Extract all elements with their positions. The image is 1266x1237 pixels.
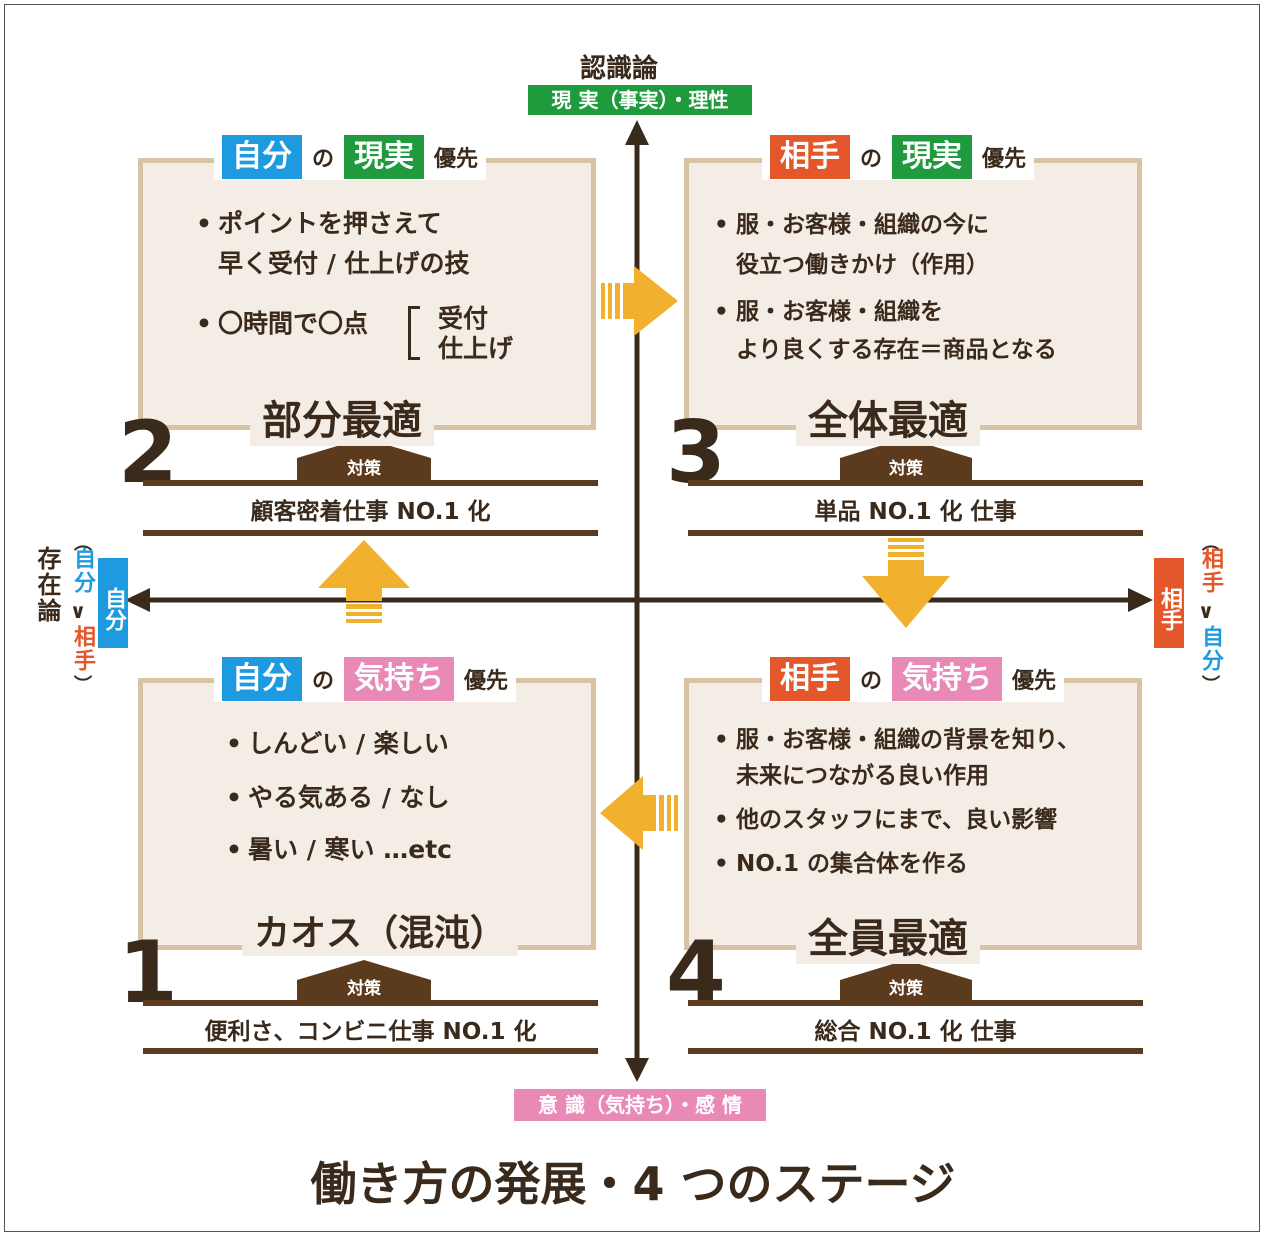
q3-measure: 単品 NO.1 化 仕事 [814, 499, 1017, 525]
left-gt-symbol: ∨ [66, 599, 90, 625]
q2-bracket-item-2: 仕上げ [438, 334, 514, 363]
left-self-text: 自分 [70, 547, 95, 595]
right-other-box: 相手 [1154, 558, 1184, 648]
q1-item-2: •やる気ある / なし [226, 783, 450, 812]
quadrant-4-box [684, 678, 1142, 950]
outer-frame [4, 4, 1260, 1232]
q4-title: 全員最適 [796, 906, 980, 964]
q1-item-1: •しんどい / 楽しい [226, 729, 449, 758]
q4-measure: 総合 NO.1 化 仕事 [814, 1019, 1017, 1045]
right-other-over-self: ︵ 相手 ∨ 自分 ︶ [1192, 533, 1223, 695]
left-self-over-other: ︵ 自分 ∨ 相手 ︶ [64, 533, 95, 695]
q2-self-tag: 自分 [222, 135, 302, 179]
q2-bracket-item-1: 受付 [438, 304, 489, 333]
q3-bar-top [688, 480, 1143, 486]
q2-item-1: •ポイントを押さえて [196, 209, 442, 238]
q3-item-2: •服・お客様・組織を [714, 299, 943, 325]
q2-taisaku: 対策 [347, 459, 381, 479]
q2-item-1b: 早く受付 / 仕上げの技 [218, 249, 470, 278]
q2-item-2: •〇時間で〇点 [196, 309, 369, 338]
main-title: 働き方の発展・4 つのステージ [310, 1157, 956, 1211]
left-paren-close: ︶ [71, 675, 92, 695]
arrow-q1-to-q2 [318, 540, 410, 623]
q1-item-3: •暑い / 寒い …etc [226, 835, 452, 864]
q3-item-1: •服・お客様・組織の今に [714, 212, 989, 238]
q4-item-1b: 未来につながる良い作用 [736, 763, 989, 789]
q4-bar-bottom [688, 1048, 1143, 1054]
left-paren-open: ︵ [71, 533, 92, 553]
q2-no: の [312, 147, 335, 172]
q3-no: の [860, 147, 883, 172]
q2-bar-bottom [143, 530, 598, 536]
q2-priority: 優先 [434, 147, 479, 172]
right-gt-symbol: ∨ [1194, 599, 1218, 625]
right-paren-open: ︵ [1199, 533, 1220, 553]
q2-title: 部分最適 [250, 388, 434, 446]
left-other-text: 相手 [70, 625, 95, 673]
quadrant-2-header: 自分 の 現実 優先 [214, 134, 487, 180]
q2-reality-tag: 現実 [344, 135, 425, 179]
arrow-q2-to-q3 [601, 266, 678, 336]
q1-taisaku: 対策 [347, 979, 381, 999]
q3-item-2b: より良くする存在＝商品となる [736, 337, 1057, 363]
left-self-box: 自分 [98, 558, 128, 648]
q4-item-2: •他のスタッフにまで、良い影響 [714, 807, 1058, 833]
q4-item-1: •服・お客様・組織の背景を知り、 [714, 727, 1081, 753]
q4-bar-top [688, 1000, 1143, 1006]
arrow-q3-to-q4 [862, 538, 950, 628]
q4-taisaku: 対策 [889, 979, 923, 999]
q4-no: の [860, 669, 883, 694]
taisaku-arrows [297, 438, 972, 1000]
q4-other-tag: 相手 [770, 657, 850, 701]
q1-feeling-tag: 気持ち [344, 657, 455, 701]
q4-item-3: •NO.1 の集合体を作る [714, 851, 969, 877]
q1-priority: 優先 [464, 669, 509, 694]
q3-item-1b: 役立つ働きかけ（作用） [736, 252, 989, 278]
q2-bracket [408, 306, 420, 360]
q1-bar-bottom [143, 1048, 598, 1054]
q1-bar-top [143, 1000, 598, 1006]
q4-priority: 優先 [1012, 669, 1057, 694]
quadrant-2-box [138, 158, 596, 430]
arrow-q4-to-q1 [600, 776, 678, 850]
q2-measure: 顧客密着仕事 NO.1 化 [250, 499, 491, 525]
quadrant-1-header: 自分 の 気持ち 優先 [214, 656, 517, 702]
q3-reality-tag: 現実 [892, 135, 973, 179]
q1-no: の [312, 669, 335, 694]
q3-priority: 優先 [982, 147, 1027, 172]
right-other-text: 相手 [1198, 547, 1223, 595]
q1-title: カオス（混沌） [242, 904, 519, 956]
q3-title: 全体最適 [796, 388, 980, 446]
q3-bar-bottom [688, 530, 1143, 536]
right-paren-close: ︶ [1199, 675, 1220, 695]
right-self-text: 自分 [1198, 625, 1223, 673]
axis-epistemology-label: 認識論 [580, 54, 659, 84]
axis-ontology-label: 存在論 [33, 546, 61, 624]
horizontal-axis [125, 588, 1153, 612]
q3-taisaku: 対策 [889, 459, 923, 479]
q4-feeling-tag: 気持ち [892, 657, 1003, 701]
quadrant-3-header: 相手 の 現実 優先 [762, 134, 1035, 180]
quadrant-4-header: 相手 の 気持ち 優先 [762, 656, 1065, 702]
axis-reality-label: 現 実（事実）・理性 [528, 85, 752, 115]
q3-other-tag: 相手 [770, 135, 850, 179]
q2-bar-top [143, 480, 598, 486]
axis-feeling-label: 意 識（気持ち）・感 情 [514, 1089, 766, 1121]
q1-measure: 便利さ、コンビニ仕事 NO.1 化 [204, 1019, 537, 1045]
q1-self-tag: 自分 [222, 657, 302, 701]
